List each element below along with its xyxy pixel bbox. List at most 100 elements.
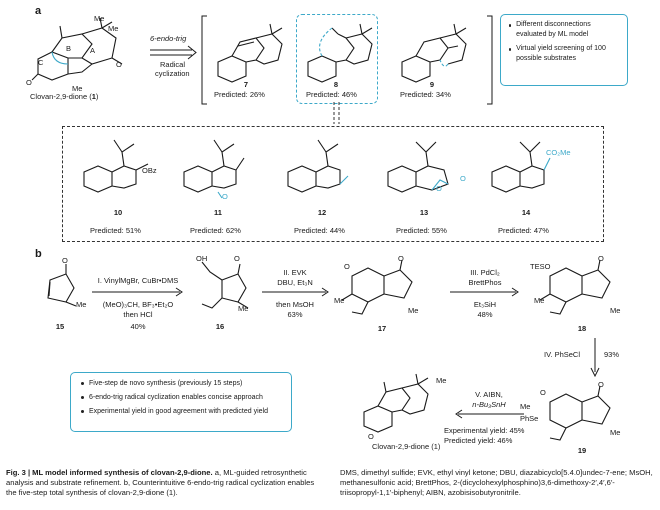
substrate-11-number: 11 xyxy=(214,208,222,217)
start-me-1: Me xyxy=(94,14,105,23)
start-o-1: O xyxy=(26,78,32,87)
start-o-2: O xyxy=(116,60,122,69)
compound-19-me: Me xyxy=(520,402,531,411)
start-me-2: Me xyxy=(108,24,119,33)
compound-15-structure xyxy=(47,264,77,307)
step4-arrow xyxy=(590,338,600,378)
substrate-14-number: 14 xyxy=(521,208,531,217)
compound-18-structure xyxy=(539,259,611,315)
substrate-13-o-2: O xyxy=(460,174,466,183)
retro-arrow xyxy=(150,45,197,60)
step1-arrow xyxy=(92,287,183,297)
substrate-10-extra: OBz xyxy=(142,166,157,175)
candidate-8-predicted: Predicted: 46% xyxy=(306,90,357,99)
step3-line2: BrettPhos xyxy=(468,278,502,287)
compound-15-o: O xyxy=(62,256,68,265)
summary-item-3: Experimental yield in good agreement wit… xyxy=(71,404,291,418)
substrate-14-extra: CO₂Me xyxy=(546,148,571,157)
summary-item-2: 6-endo-trig radical cyclization enables … xyxy=(71,390,291,404)
candidate-8-structure xyxy=(307,23,373,83)
connector-dashes xyxy=(333,102,340,124)
info-box: Different disconnections evaluated by ML… xyxy=(500,14,628,86)
compound-18-teso: TESO xyxy=(530,262,551,271)
arrow-bottom-label-2: cyclization xyxy=(155,69,190,78)
compound-17-number: 17 xyxy=(377,324,387,333)
final-product-label: Clovan-2,9-dione (1) xyxy=(372,442,441,451)
ring-c-label: C xyxy=(38,58,44,67)
arrow-top-label: 6-endo-trig xyxy=(150,34,187,43)
substrate-12-number: 12 xyxy=(317,208,327,217)
experimental-yield: Experimental yield: 45% xyxy=(444,426,525,435)
step3-yield: 48% xyxy=(477,310,493,319)
compound-17-o-1: O xyxy=(344,262,350,271)
clovandione-structure xyxy=(31,17,123,81)
compound-18-o: O xyxy=(598,254,604,263)
info-item-2: Virtual yield screening of 100 possible … xyxy=(501,40,627,64)
compound-15-me: Me xyxy=(76,300,87,309)
step1-line3: then HCl xyxy=(123,310,153,319)
caption-right: DMS, dimethyl sulfide; EVK, ethyl vinyl … xyxy=(340,468,653,498)
predicted-yield: Predicted yield: 46% xyxy=(444,436,513,445)
candidate-8-number: 8 xyxy=(333,80,339,89)
step5-line1: V. AIBN, xyxy=(475,390,503,399)
step4-yield: 93% xyxy=(604,350,620,359)
compound-17-structure xyxy=(341,259,413,315)
substrate-11-extra: O xyxy=(222,192,228,201)
step2-yield: 63% xyxy=(287,310,303,319)
step2-line3: then MsOH xyxy=(276,300,314,309)
substrate-13-predicted: Predicted: 55% xyxy=(396,226,447,235)
candidate-bracket xyxy=(201,15,493,105)
substrate-12-predicted: Predicted: 44% xyxy=(294,226,345,235)
compound-16-oh: OH xyxy=(196,254,208,263)
step5-line2: n-Bu₃SnH xyxy=(472,400,506,409)
substrate-13-o-1: O xyxy=(436,184,442,193)
substrate-13-structure xyxy=(387,141,449,193)
step2-arrow xyxy=(262,287,329,297)
compound-16-number: 16 xyxy=(215,322,225,331)
substrate-14-structure xyxy=(491,141,551,193)
compound-17-me-1: Me xyxy=(334,296,345,305)
candidate-7-predicted: Predicted: 26% xyxy=(214,90,265,99)
final-o: O xyxy=(368,432,374,441)
candidate-8-highlight xyxy=(296,14,378,104)
compound-19-o-2: O xyxy=(598,380,604,389)
candidate-9-predicted: Predicted: 34% xyxy=(400,90,451,99)
compound-15-number: 15 xyxy=(55,322,65,331)
substrate-box xyxy=(62,126,604,242)
substrate-11-predicted: Predicted: 62% xyxy=(190,226,241,235)
candidate-7-number: 7 xyxy=(243,80,249,89)
step3-line3: Et₃SiH xyxy=(473,300,497,309)
compound-18-me-2: Me xyxy=(610,306,621,315)
substrate-10-predicted: Predicted: 51% xyxy=(90,226,141,235)
candidate-7-structure xyxy=(217,23,283,83)
start-me-3: Me xyxy=(72,84,83,93)
final-product-structure xyxy=(363,373,429,433)
compound-18-me-1: Me xyxy=(534,296,545,305)
substrate-11-structure xyxy=(183,139,245,199)
substrate-12-structure xyxy=(287,139,349,193)
compound-19-o-1: O xyxy=(540,388,546,397)
ring-a-label: A xyxy=(90,46,96,55)
info-item-1: Different disconnections evaluated by ML… xyxy=(501,15,627,40)
substrate-13-number: 13 xyxy=(419,208,429,217)
compound-19-number: 19 xyxy=(577,446,587,455)
compound-19-structure xyxy=(549,385,611,441)
step2-line1: II. EVK xyxy=(283,268,307,277)
substrate-14-predicted: Predicted: 47% xyxy=(498,226,549,235)
step5-arrow xyxy=(455,409,524,419)
start-compound-label: Clovan-2,9-dione (1) xyxy=(30,92,99,101)
summary-item-1: Five-step de novo synthesis (previously … xyxy=(71,373,291,390)
panel-b-letter: b xyxy=(35,248,42,260)
caption-left: Fig. 3 | ML model informed synthesis of … xyxy=(6,468,315,498)
step1-line1: I. VinylMgBr, CuBr•DMS xyxy=(97,276,179,285)
step1-line2: (MeO)₃CH, BF₃•Et₂O xyxy=(102,300,174,309)
summary-box: Five-step de novo synthesis (previously … xyxy=(70,372,292,432)
step4-reagent: IV. PhSeCl xyxy=(544,350,580,359)
compound-16-o: O xyxy=(234,254,240,263)
step3-arrow xyxy=(450,287,519,297)
substrate-10-structure xyxy=(83,139,149,193)
compound-16-me: Me xyxy=(238,304,249,313)
candidate-9-number: 9 xyxy=(429,80,435,89)
step1-yield: 40% xyxy=(130,322,146,331)
arrow-bottom-label-1: Radical xyxy=(160,60,186,69)
